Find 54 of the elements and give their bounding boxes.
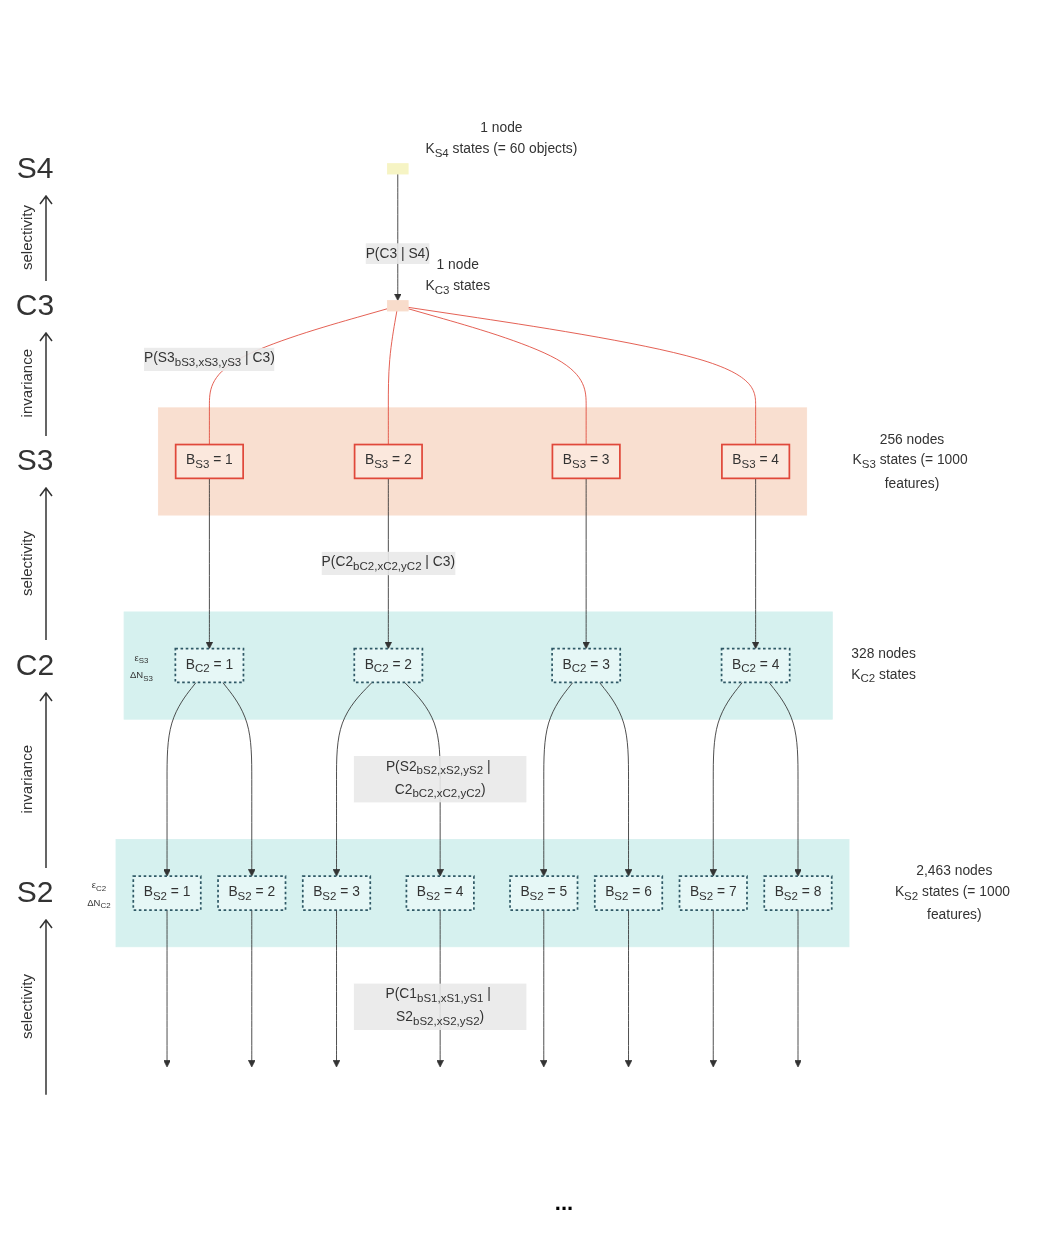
cluster — [115, 839, 850, 948]
node-label: 256 nodes — [879, 431, 945, 447]
node-label: ΔN$_{S3}$ — [129, 669, 153, 683]
node-box: B$_{S2}$ = 8 — [763, 875, 833, 911]
node-box: B$_{S2}$ = 1 — [132, 875, 202, 911]
node-box: B$_{S3}$ = 4 — [721, 443, 791, 480]
node-box: B$_{C2}$ = 1 — [174, 647, 245, 684]
axis-label: invariance — [17, 745, 35, 814]
node-box: B$_{S2}$ = 4 — [405, 875, 475, 911]
node-box: B$_{C2}$ = 2 — [353, 647, 424, 684]
node-box — [387, 300, 409, 312]
edge-label: P(S3$_{bS3,xS3,yS3}$ | C3) — [144, 350, 275, 369]
edge-label: P(C2$_{bC2,xC2,yC2}$ | C3) — [321, 554, 456, 573]
axis-label: invariance — [17, 349, 35, 418]
node-label: K$_{S4}$ states (= 60 objects) — [425, 141, 578, 160]
node-box: B$_{C2}$ = 4 — [720, 647, 791, 684]
axis-label: selectivity — [17, 531, 35, 596]
node-box: B$_{S2}$ = 3 — [301, 875, 372, 911]
node-box: B$_{S3}$ = 1 — [174, 443, 244, 480]
node-box: B$_{S3}$ = 3 — [551, 443, 621, 480]
node-label: 1 node — [436, 257, 479, 272]
node-box: B$_{S2}$ = 6 — [593, 875, 664, 911]
node-box: B$_{C2}$ = 3 — [551, 647, 622, 684]
node-box: B$_{S2}$ = 5 — [509, 875, 579, 911]
level-label: C2 — [14, 647, 56, 682]
node-box — [387, 163, 409, 175]
node-label: 1 node — [480, 120, 523, 135]
node-box: B$_{S3}$ = 2 — [353, 443, 423, 480]
connector — [387, 310, 398, 445]
node-box: B$_{S2}$ = 7 — [678, 875, 748, 911]
node-label: ΔN$_{C2}$ — [87, 896, 111, 911]
level-label: S2 — [15, 875, 55, 910]
node-label: K$_{S3}$ states (= 1000 features) — [852, 452, 968, 491]
node-label: K$_{C2}$ states — [851, 666, 916, 686]
node-label: 328 nodes — [851, 646, 916, 661]
level-label: S3 — [15, 443, 55, 478]
connector — [407, 308, 587, 445]
node-label: ε$_{S3}$ — [134, 652, 149, 666]
cluster — [123, 611, 833, 720]
level-label: C3 — [14, 287, 56, 322]
axis-label: selectivity — [17, 974, 35, 1040]
ellipsis-label: ... — [553, 1190, 575, 1216]
edge-label: P(S2$_{bS2,xS2,yS2}$ | C2$_{bC2,xC2,yC2}$) — [385, 758, 491, 801]
connector — [407, 306, 757, 445]
node-label: K$_{S2}$ states (= 1000 features) — [894, 883, 1010, 923]
node-box: B$_{S2}$ = 2 — [217, 875, 287, 911]
level-label: S4 — [15, 150, 55, 185]
edge-label: P(C1$_{bS1,xS1,yS1}$ | S2$_{bS2,xS2,yS2}$) — [385, 986, 491, 1028]
node-label: ε$_{C2}$ — [91, 879, 107, 893]
axis-label: selectivity — [17, 204, 35, 270]
node-label: K$_{C3}$ states — [425, 278, 491, 297]
edge-label: P(C3 | S4) — [365, 245, 430, 261]
cluster — [157, 407, 808, 516]
node-label: 2,463 nodes — [916, 863, 993, 878]
